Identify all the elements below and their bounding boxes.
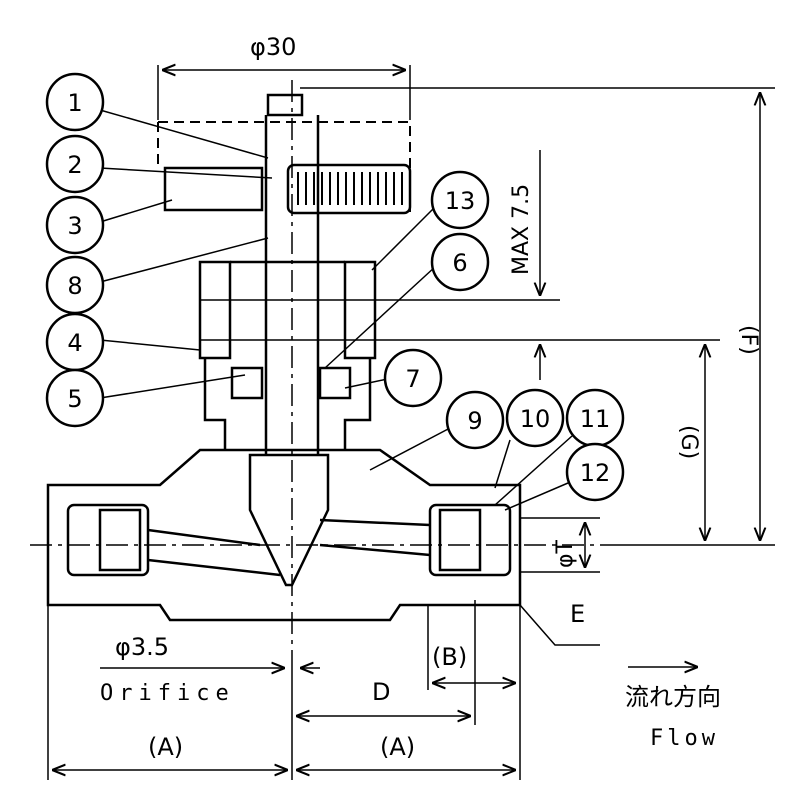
dim-A-right: (A) [380,733,415,761]
dim-A-left: (A) [148,733,183,761]
part-number-6: 6 [452,249,467,277]
dim-phi30: φ30 [250,33,296,61]
dim-E: E [570,600,585,628]
dimension-labels: φ30 φ3.5 Orifice MAX 7.5 (F) (G) φT E (B… [100,33,761,761]
flow-direction-en: Flow [650,726,719,751]
dim-max75: MAX 7.5 [509,184,534,275]
flow-direction-jp: 流れ方向 [625,683,721,711]
part-number-5: 5 [67,385,82,413]
dim-orifice: Orifice [100,681,235,706]
part-bubbles [45,72,625,502]
part-number-3: 3 [67,212,82,240]
part-leaders [99,109,576,511]
part-number-13: 13 [445,187,476,215]
flow-legend: 流れ方向 Flow [625,683,721,751]
dim-F: (F) [736,325,761,355]
center-lines [30,80,600,665]
part-number-1: 1 [67,89,82,117]
part-number-8: 8 [67,272,82,300]
dim-phi35: φ3.5 [115,633,169,661]
knob-knurl [297,172,403,205]
dim-D: D [372,678,390,706]
part-number-4: 4 [67,329,82,357]
part-numbers: 1 2 3 8 4 5 13 6 7 9 10 11 12 [67,89,610,487]
dim-B: (B) [432,643,467,671]
part-number-2: 2 [67,151,82,179]
part-number-9: 9 [467,407,482,435]
dim-G: (G) [676,425,701,459]
dim-phiT: φT [553,539,578,568]
part-number-12: 12 [580,459,611,487]
part-number-7: 7 [405,365,420,393]
part-number-10: 10 [520,405,551,433]
part-number-11: 11 [580,405,611,433]
dimension-lines [47,65,775,780]
